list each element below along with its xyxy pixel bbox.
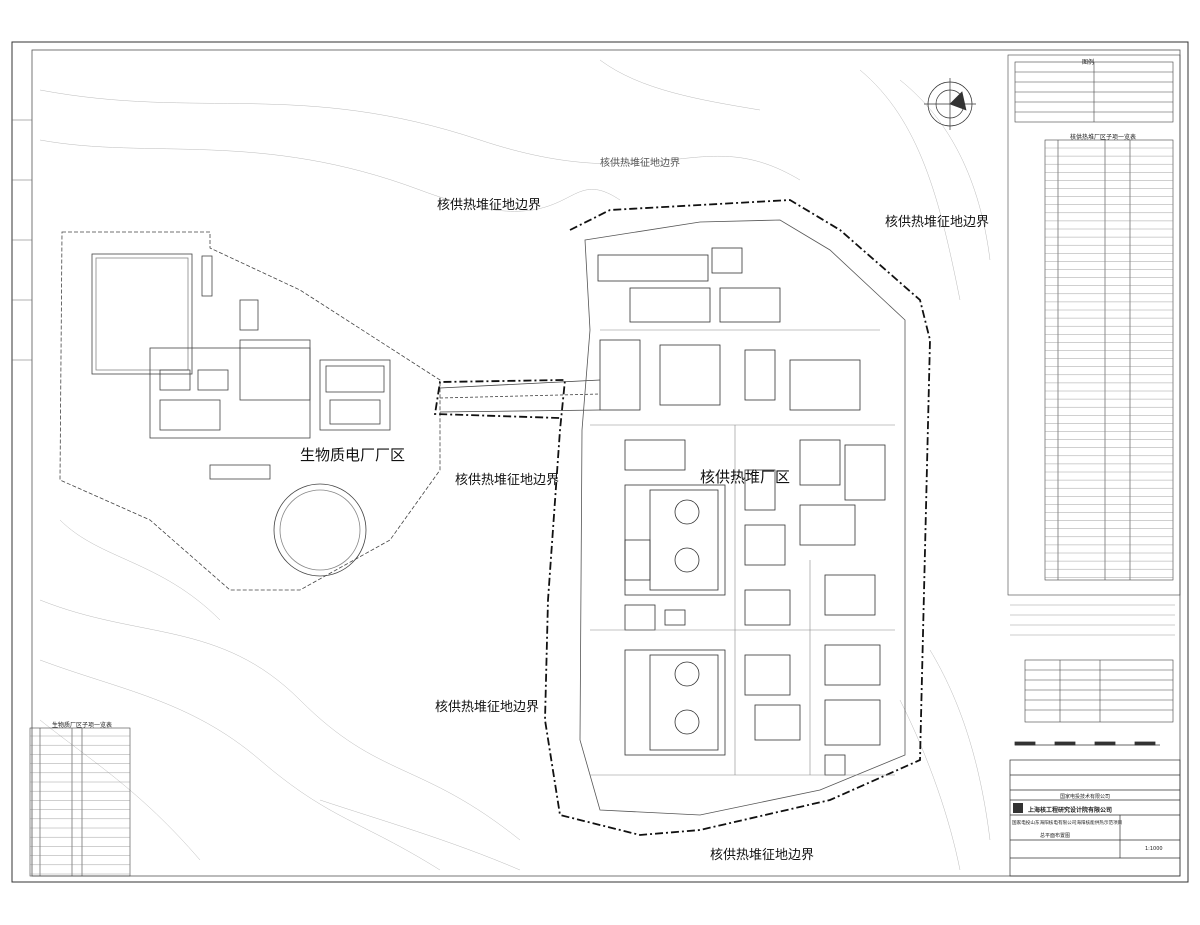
- left-title-strip: [12, 119, 32, 361]
- biomass-zone-label: 生物质电厂厂区: [300, 446, 406, 464]
- nuclear-roads: [590, 329, 895, 776]
- land-use-table: [1024, 659, 1174, 723]
- designer-name: 上海核工程研究设计院有限公司: [1028, 807, 1113, 814]
- drawing-subtitle: 总平面布置图: [1040, 833, 1071, 839]
- biomass-plant-zone: [59, 231, 441, 591]
- nuclear-buildings: [597, 247, 886, 776]
- left-table-title: 生物质厂区子项一览表: [52, 722, 113, 729]
- right-table-rows: [1045, 147, 1173, 578]
- nuclear-boundary: [433, 199, 931, 836]
- designer-logo: [1013, 803, 1023, 813]
- nuclear-inner-boundary: [579, 219, 906, 816]
- corridor: [439, 379, 601, 413]
- drawing-title: 国家电投山东海阳核电有限公司海阳核能供热示范项目: [1012, 821, 1123, 826]
- left-table: [29, 727, 131, 877]
- scale-bar: [1014, 741, 1160, 746]
- contour-lines: [39, 59, 991, 871]
- compass-rose: [924, 78, 976, 130]
- boundary-label-4: 核供热堆征地边界: [435, 700, 540, 715]
- boundary-label-5: 核供热堆征地边界: [710, 848, 815, 863]
- org-name: 国家电投技术有限公司: [1060, 794, 1111, 800]
- title-block: [1009, 759, 1181, 877]
- boundary-label-2: 核供热堆征地边界: [885, 215, 990, 230]
- notes-lines: [1010, 604, 1175, 636]
- boundary-label-3: 核供热堆征地边界: [455, 473, 560, 488]
- drawing-frame: [11, 41, 1189, 883]
- drawing-scale: 1:1000: [1145, 846, 1163, 852]
- right-table-title: 核供热堆厂区子项一览表: [1070, 134, 1137, 141]
- right-table: [1007, 54, 1181, 596]
- nuclear-zone-label: 核供热堆厂区: [700, 468, 791, 486]
- boundary-label-1: 核供热堆征地边界: [437, 198, 542, 213]
- left-table-rows: [30, 735, 130, 875]
- boundary-label-top: 核供热堆征地边界: [600, 158, 680, 169]
- legend-title: 图例: [1082, 59, 1095, 66]
